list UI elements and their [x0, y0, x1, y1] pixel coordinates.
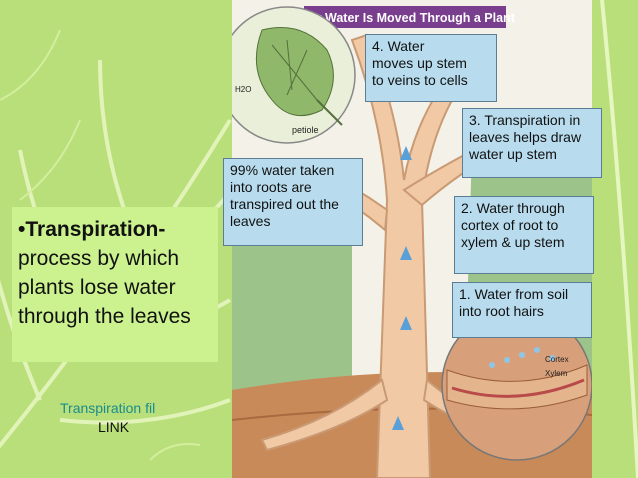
- definition-text: process by which plants lose water throu…: [18, 247, 191, 328]
- definition-box: •Transpiration-process by which plants l…: [12, 207, 218, 362]
- definition-term: •Transpiration-: [18, 218, 166, 241]
- h2o-label: H2O: [235, 85, 251, 94]
- xylem-label: Xylem: [545, 369, 568, 378]
- callout-step-4-text: 4. Water moves up stem to veins to cells: [372, 38, 468, 88]
- callout-step-1-text: 1. Water from soil into root hairs: [459, 286, 569, 319]
- callout-99-percent-text: 99% water taken into roots are transpire…: [230, 162, 339, 229]
- petiole-label: petiole: [292, 125, 319, 135]
- banner-title: How Water Is Moved Through a Plant: [295, 11, 516, 25]
- cortex-label: Cortex: [545, 355, 569, 364]
- callout-99-percent: 99% water taken into roots are transpire…: [223, 158, 363, 246]
- link-label[interactable]: LINK: [98, 419, 130, 435]
- callout-step-2-text: 2. Water through cortex of root to xylem…: [461, 200, 565, 250]
- callout-step-3-text: 3. Transpiration in leaves helps draw wa…: [469, 112, 582, 162]
- callout-step-1: 1. Water from soil into root hairs: [452, 282, 592, 338]
- callout-step-3: 3. Transpiration in leaves helps draw wa…: [462, 108, 602, 178]
- callout-step-2: 2. Water through cortex of root to xylem…: [454, 196, 594, 274]
- leaf-strip-right: [592, 0, 638, 478]
- transpiration-file-link[interactable]: Transpiration fil: [60, 400, 156, 416]
- callout-step-4: 4. Water moves up stem to veins to cells: [365, 34, 497, 102]
